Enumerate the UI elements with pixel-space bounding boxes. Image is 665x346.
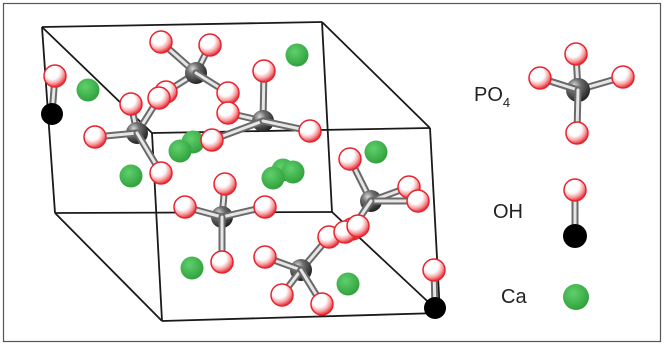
oxygen-atom — [422, 258, 446, 282]
oxygen-atom — [346, 214, 370, 238]
oxygen-atom — [253, 245, 277, 269]
oxygen-atom — [611, 65, 635, 89]
oxygen-atom — [216, 101, 240, 125]
hydrogen-atom — [41, 103, 63, 125]
oxygen-atom — [252, 59, 276, 83]
phosphate-group — [200, 59, 322, 152]
oxygen-atom — [310, 292, 334, 316]
hydroxyl-group — [422, 258, 446, 319]
calcium-atom — [76, 78, 100, 102]
calcium-atom — [180, 256, 204, 280]
hydroxyl-group — [41, 64, 67, 125]
cell-edge — [321, 21, 431, 129]
calcium-atom — [364, 140, 388, 164]
oxygen-atom — [173, 195, 197, 219]
oxygen-atom — [563, 178, 587, 202]
cell-edge — [161, 312, 441, 322]
oxygen-atom — [149, 161, 173, 185]
phosphate-group — [149, 30, 240, 105]
oxygen-atom — [253, 195, 277, 219]
oxygen-atoms — [333, 214, 370, 244]
calcium-atom — [168, 139, 192, 163]
calcium-atoms — [76, 43, 388, 296]
ca-legend-label: Ca — [501, 286, 527, 308]
oxygen-atom — [528, 66, 552, 90]
cell-edge — [41, 21, 323, 28]
oxygen-atom — [338, 147, 362, 171]
hydrogen-atom — [424, 297, 446, 319]
oxygen-atom — [406, 189, 430, 213]
oh-legend-icon — [563, 178, 587, 248]
phosphate-group — [83, 86, 173, 185]
oxygen-atom — [270, 283, 294, 307]
cell-edge — [429, 127, 441, 314]
calcium-atom — [563, 284, 589, 310]
legend: PO4 OH Ca — [474, 42, 635, 310]
oh-legend-label: OH — [493, 201, 523, 223]
oxygen-atom — [213, 172, 237, 196]
phosphate-group — [173, 172, 277, 274]
cell-edge — [54, 212, 163, 322]
cell-edge — [321, 21, 333, 213]
oxygen-atom — [83, 125, 107, 149]
figure-frame — [2, 2, 662, 343]
oxygen-atom — [43, 64, 67, 88]
oxygen-atom — [149, 30, 173, 54]
phosphate-group — [253, 225, 341, 316]
calcium-atom — [261, 166, 285, 190]
atoms — [41, 30, 446, 319]
oxygen-atom — [119, 92, 143, 116]
calcium-atom — [285, 43, 309, 67]
hydrogen-atom — [563, 224, 587, 248]
oxygen-atom — [200, 128, 224, 152]
po4-label-subscript: 4 — [503, 95, 510, 110]
oxygen-atom — [298, 119, 322, 143]
ca-legend-icon — [563, 284, 589, 310]
oxygen-atom — [216, 81, 240, 105]
oxygen-atom — [565, 121, 589, 145]
oxygen-atom — [210, 250, 234, 274]
po4-label-main: PO — [474, 84, 503, 106]
po4-legend-icon — [528, 42, 635, 145]
oxygen-atom — [147, 86, 171, 110]
calcium-atom — [281, 160, 305, 184]
oxygen-atom — [198, 33, 222, 57]
oxygen-atom — [564, 42, 588, 66]
calcium-atom — [336, 272, 360, 296]
calcium-atom — [119, 164, 143, 188]
po4-legend-label: PO4 — [474, 84, 510, 110]
